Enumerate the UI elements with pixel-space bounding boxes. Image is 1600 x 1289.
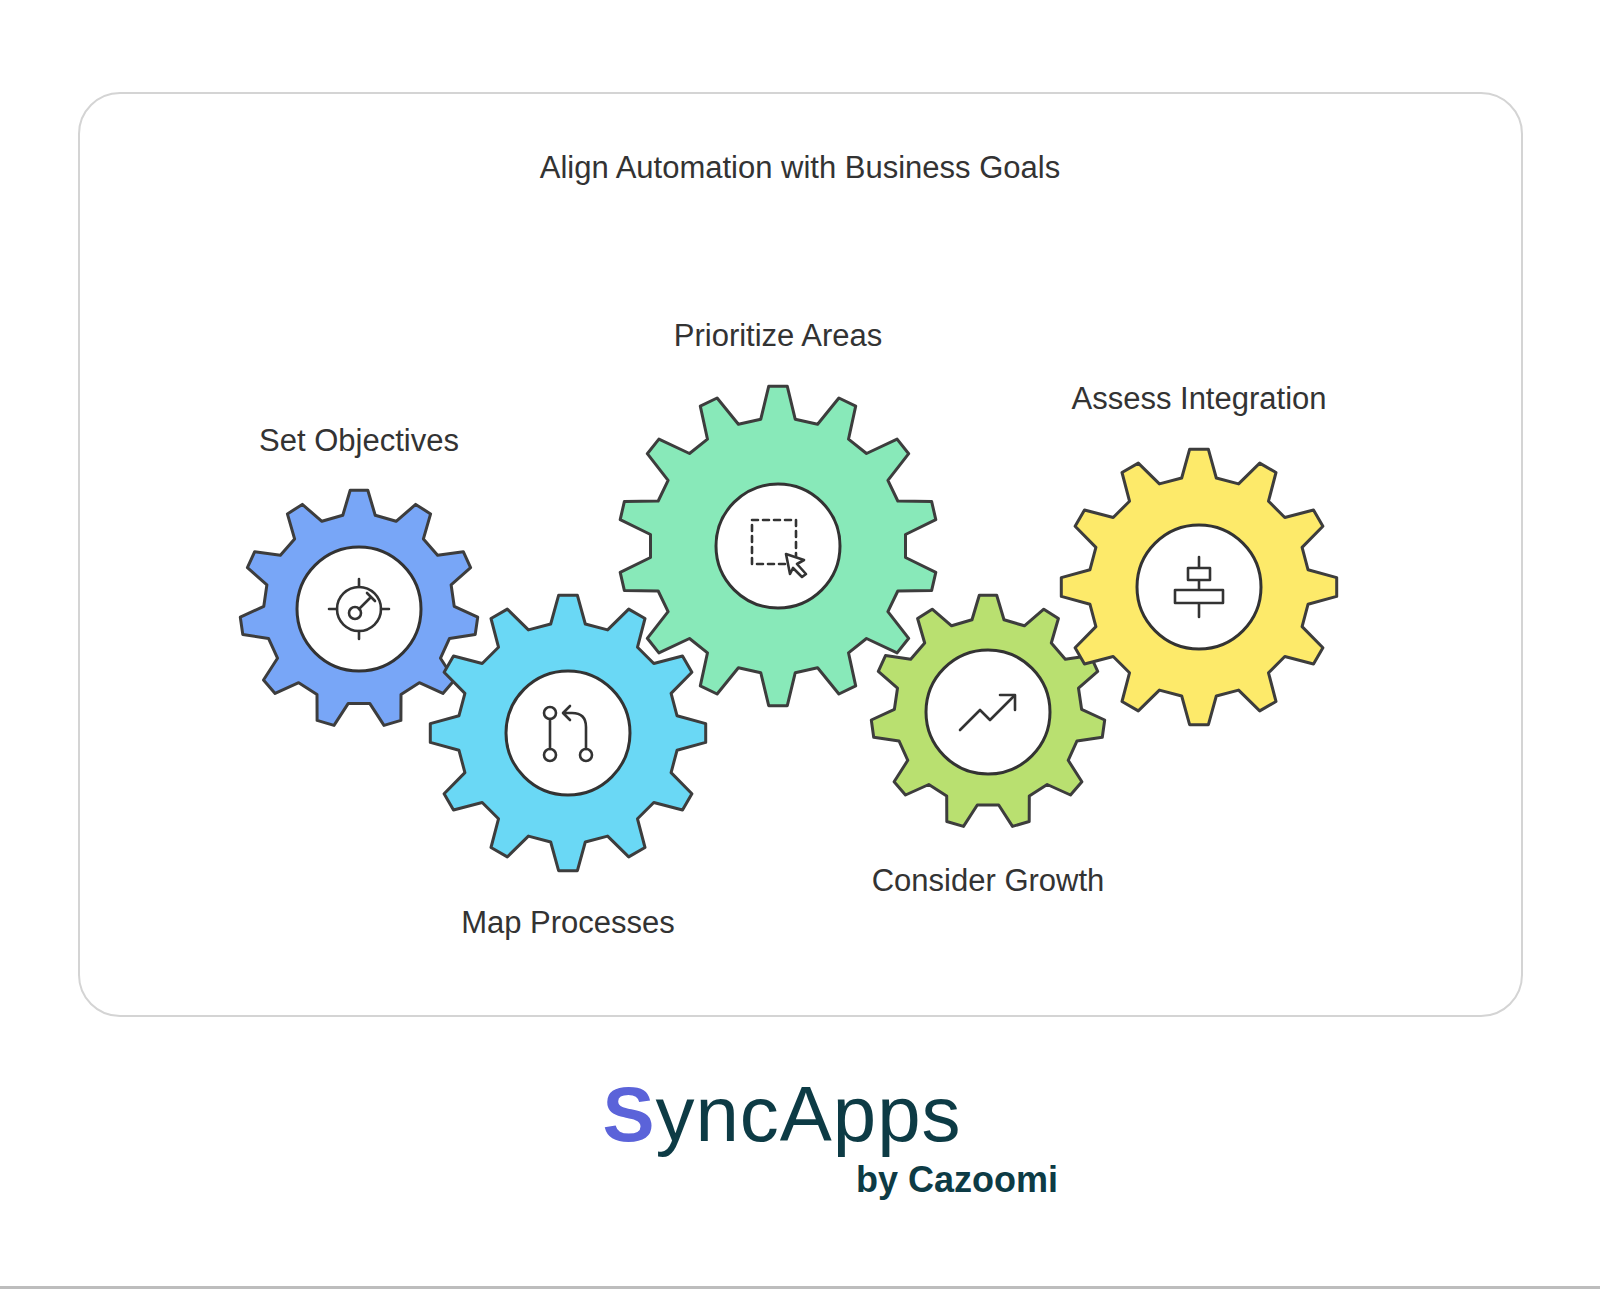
gear-outline: [240, 490, 477, 725]
gear-icon: [544, 706, 592, 761]
footer-rule: [0, 1286, 1600, 1289]
gear-hub: [926, 650, 1050, 774]
diagram-title: Align Automation with Business Goals: [0, 150, 1600, 186]
gear-shape: [1055, 443, 1343, 731]
gear-node: [1055, 443, 1343, 731]
gear-icon: [960, 695, 1015, 730]
gear-label: Prioritize Areas: [674, 318, 882, 354]
brand-byline: by Cazoomi: [856, 1160, 1058, 1200]
gear-outline: [1061, 449, 1336, 724]
gear-node: [612, 380, 944, 712]
gear-shape: [234, 484, 484, 734]
brand-logo: SyncApps: [602, 1075, 961, 1153]
gear-icon: [752, 520, 806, 577]
gear-icon: [329, 579, 389, 639]
gear-icon: [1175, 557, 1223, 617]
gear-shape: [612, 380, 944, 712]
gear-outline: [871, 595, 1104, 826]
gear-node: [234, 484, 484, 734]
gear-label: Assess Integration: [1071, 381, 1326, 417]
gear-hub: [297, 547, 421, 671]
gear-label: Set Objectives: [259, 423, 459, 459]
gear-node: [865, 589, 1111, 835]
gear-label: Map Processes: [461, 905, 675, 941]
gear-hub: [506, 671, 630, 795]
gear-hub: [716, 484, 840, 608]
gear-label: Consider Growth: [872, 863, 1105, 899]
gear-hub: [1137, 525, 1261, 649]
gear-shape: [865, 589, 1111, 835]
